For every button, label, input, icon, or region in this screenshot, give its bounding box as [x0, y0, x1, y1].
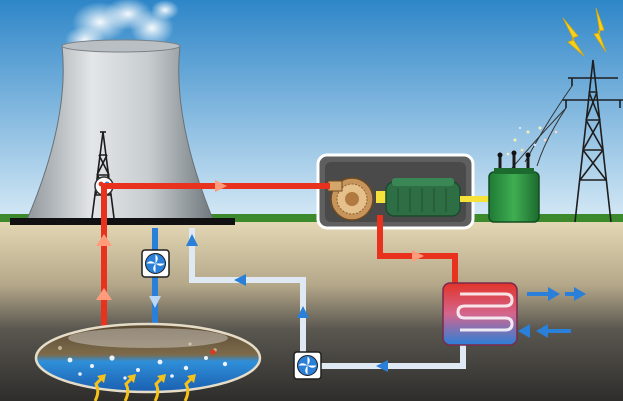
generator-icon [376, 178, 461, 217]
lightning-icon [562, 7, 607, 57]
cold-flow-arrows [149, 234, 388, 372]
pylon-icon [562, 59, 623, 223]
heat-exchanger-icon [442, 282, 518, 346]
exchanger-io-arrows [518, 287, 586, 338]
plant-platform [10, 218, 235, 225]
return-water-pipe [189, 228, 466, 369]
heat-arrow-heads [97, 374, 196, 383]
circulation-pump [293, 351, 322, 380]
cooling-tower-rim [61, 39, 181, 53]
grass-strip [0, 214, 623, 224]
electric-sparks [506, 126, 558, 156]
pump-fan-icon [298, 356, 317, 375]
heat-rising-arrows [93, 376, 194, 401]
injection-pump [141, 249, 170, 278]
hot-flow-arrows [96, 180, 424, 300]
pump-fan-icon [146, 254, 165, 273]
transformer-icon [488, 150, 540, 223]
reservoir [34, 322, 262, 394]
electric-output-link [460, 196, 492, 202]
